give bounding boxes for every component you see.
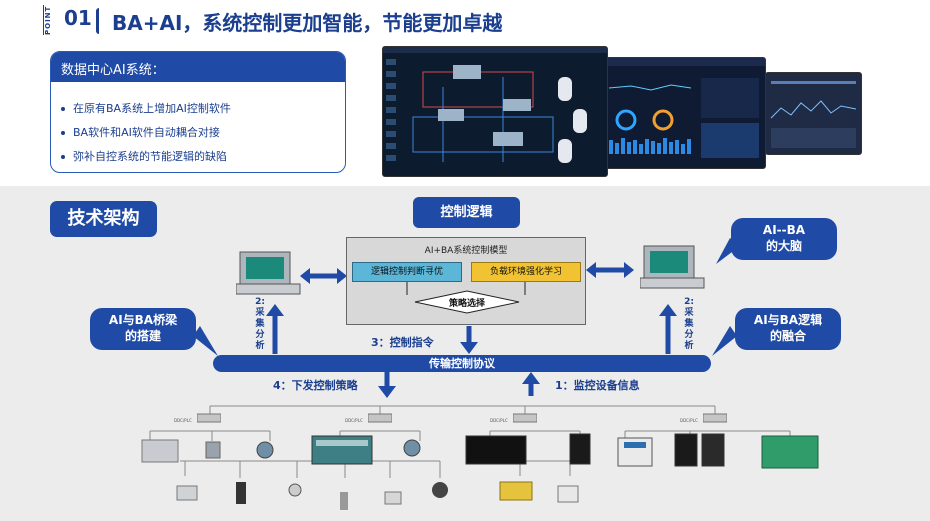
pressure-gauge-icon: [288, 483, 302, 497]
leak-detector-icon: [432, 482, 448, 498]
cooling-tower-icon: [141, 439, 179, 463]
callout-ai-ba-fusion: AI与BA逻辑 的融合: [735, 308, 841, 350]
generator-icon: [761, 435, 819, 469]
point-label: POINT: [43, 5, 57, 35]
pressure-sensor-icon: [176, 485, 198, 501]
controller-icon: [512, 413, 538, 422]
flowmeter-icon: [236, 482, 246, 504]
ddc-controller-3: DDC/PLC: [490, 407, 538, 426]
ddc-controller-2: DDC/PLC: [345, 407, 393, 426]
controller-icon: [702, 413, 728, 422]
temperature-sensor-icon: [340, 492, 348, 510]
strategy-label: 策略选择: [448, 299, 485, 309]
step4-label: 4：下发控制策略: [273, 379, 358, 392]
callout-ai-ba-bridge: AI与BA桥梁 的搭建: [90, 308, 196, 350]
dashboard-2-graphic: [601, 58, 765, 158]
field-devices: [141, 433, 819, 510]
dashboard-3-graphic: [770, 81, 857, 148]
water-sensor-icon: [384, 491, 402, 505]
server-rack-icon: [465, 435, 527, 465]
smoke-detector-icon: [499, 481, 533, 501]
dashboard-1-graphic: [383, 47, 607, 163]
model-title: AI+BA系统控制模型: [424, 246, 508, 256]
computer-icon: [639, 245, 705, 289]
controller-icon: [196, 413, 222, 422]
callout-ai-ba-brain: AI--BA 的大脑: [731, 218, 837, 260]
info-card-heading: 数据中心AI系统：: [51, 52, 345, 82]
collect-analysis-right: 2:采集分析: [684, 297, 694, 351]
dashboard-screenshot-1: [382, 46, 608, 177]
collect-analysis-left: 2:采集分析: [255, 297, 265, 351]
title-divider: [96, 8, 102, 34]
dashboard-screenshot-2: [600, 57, 766, 169]
ddc-controller-4: DDC/PLC: [680, 407, 728, 426]
bullet-item: 弥补自控系统的节能逻辑的缺陷: [61, 148, 227, 164]
connector-arrows: [149, 238, 791, 478]
step1-label: 1：监控设备信息: [555, 379, 640, 392]
page-title: BA+AI，系统控制更加智能，节能更加卓越: [112, 11, 503, 35]
computer-icon: [235, 251, 301, 295]
precision-ac-icon: [674, 433, 725, 467]
reinforcement-learning-box: 负载环境强化学习: [471, 262, 581, 282]
chiller-icon: [311, 435, 373, 465]
bullet-item: 在原有BA系统上增加AI控制软件: [61, 100, 231, 116]
computer-right: [639, 244, 706, 290]
pump-icon: [256, 441, 274, 459]
strategy-diagram: [406, 282, 526, 314]
control-logic-label: 控制逻辑: [413, 197, 520, 228]
section-number: 01: [64, 6, 92, 30]
computer-left: [235, 250, 302, 296]
ddc-controller-1: DDC/PLC: [174, 407, 222, 426]
controller-icon: [367, 413, 393, 422]
section-tech-architecture: 技术架构: [50, 201, 157, 237]
valve-icon: [205, 441, 221, 459]
dashboard-screenshot-3: [765, 72, 862, 155]
step3-label: 3：控制指令: [371, 336, 434, 349]
cabinet-icon: [569, 433, 591, 465]
transport-protocol-bus: 传输控制协议: [213, 355, 711, 372]
ups-icon: [617, 437, 653, 467]
logic-control-box: 逻辑控制判断寻优: [352, 262, 462, 282]
bullet-item: BA软件和AI软件自动耦合对接: [61, 124, 220, 140]
control-model-box: AI+BA系统控制模型 逻辑控制判断寻优 负载环境强化学习 策略选择: [346, 237, 586, 325]
humidity-sensor-icon: [557, 485, 579, 503]
info-card: 数据中心AI系统： 在原有BA系统上增加AI控制软件 BA软件和AI软件自动耦合…: [50, 51, 346, 173]
pump-icon-2: [403, 439, 421, 457]
